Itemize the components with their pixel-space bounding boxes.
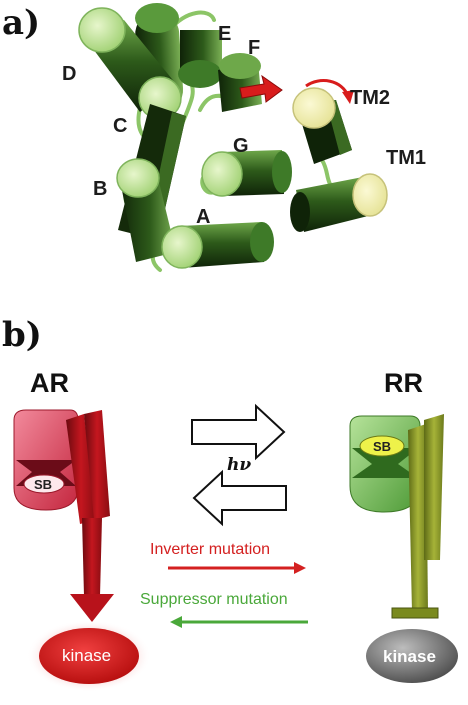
protein-helix-structure bbox=[78, 3, 388, 272]
inverter-arrow bbox=[168, 562, 306, 574]
helix-A bbox=[161, 222, 274, 269]
rr-sb-label: SB bbox=[373, 439, 391, 454]
helix-label-B: B bbox=[93, 178, 107, 200]
helix-B bbox=[116, 158, 176, 262]
inverter-mutation-label: Inverter mutation bbox=[150, 541, 270, 558]
helix-label-TM1: TM1 bbox=[386, 147, 426, 169]
rr-sb-pocket bbox=[359, 435, 405, 457]
ar-kinase bbox=[39, 628, 139, 684]
panel-a-label: a) bbox=[2, 3, 40, 43]
ar-sb-label: SB bbox=[34, 477, 52, 492]
suppressor-mutation-label: Suppressor mutation bbox=[140, 591, 288, 608]
suppressor-arrow bbox=[170, 616, 308, 628]
helix-label-G: G bbox=[233, 135, 249, 157]
helix-F bbox=[218, 53, 262, 112]
helix-label-E: E bbox=[218, 23, 231, 45]
helix-label-C: C bbox=[113, 115, 127, 137]
reverse-light-arrow bbox=[192, 469, 287, 527]
ar-sb-pocket bbox=[23, 474, 65, 494]
light-symbol: hν bbox=[227, 455, 251, 475]
helix-D bbox=[78, 7, 182, 120]
ar-receptor bbox=[13, 409, 151, 692]
rr-state-label: RR bbox=[384, 368, 423, 398]
helix-label-TM2: TM2 bbox=[350, 87, 390, 109]
helix-G bbox=[201, 150, 292, 197]
light-conversion-arrows bbox=[191, 403, 287, 527]
helix-TM2 bbox=[292, 87, 352, 164]
ar-kinase-label: kinase bbox=[62, 646, 111, 665]
rr-kinase-label: kinase bbox=[383, 647, 436, 666]
panel-b-label: b) bbox=[2, 315, 42, 355]
rotation-arrow-head bbox=[342, 90, 354, 104]
ar-state-label: AR bbox=[30, 368, 69, 398]
helix-TM1 bbox=[290, 173, 388, 232]
rr-kinase bbox=[366, 629, 458, 683]
helix-label-A: A bbox=[196, 206, 210, 228]
forward-light-arrow bbox=[191, 403, 286, 461]
rr-receptor bbox=[349, 414, 458, 683]
helix-label-F: F bbox=[248, 37, 260, 59]
red-shift-arrow bbox=[239, 74, 283, 103]
helix-label-D: D bbox=[62, 63, 76, 85]
